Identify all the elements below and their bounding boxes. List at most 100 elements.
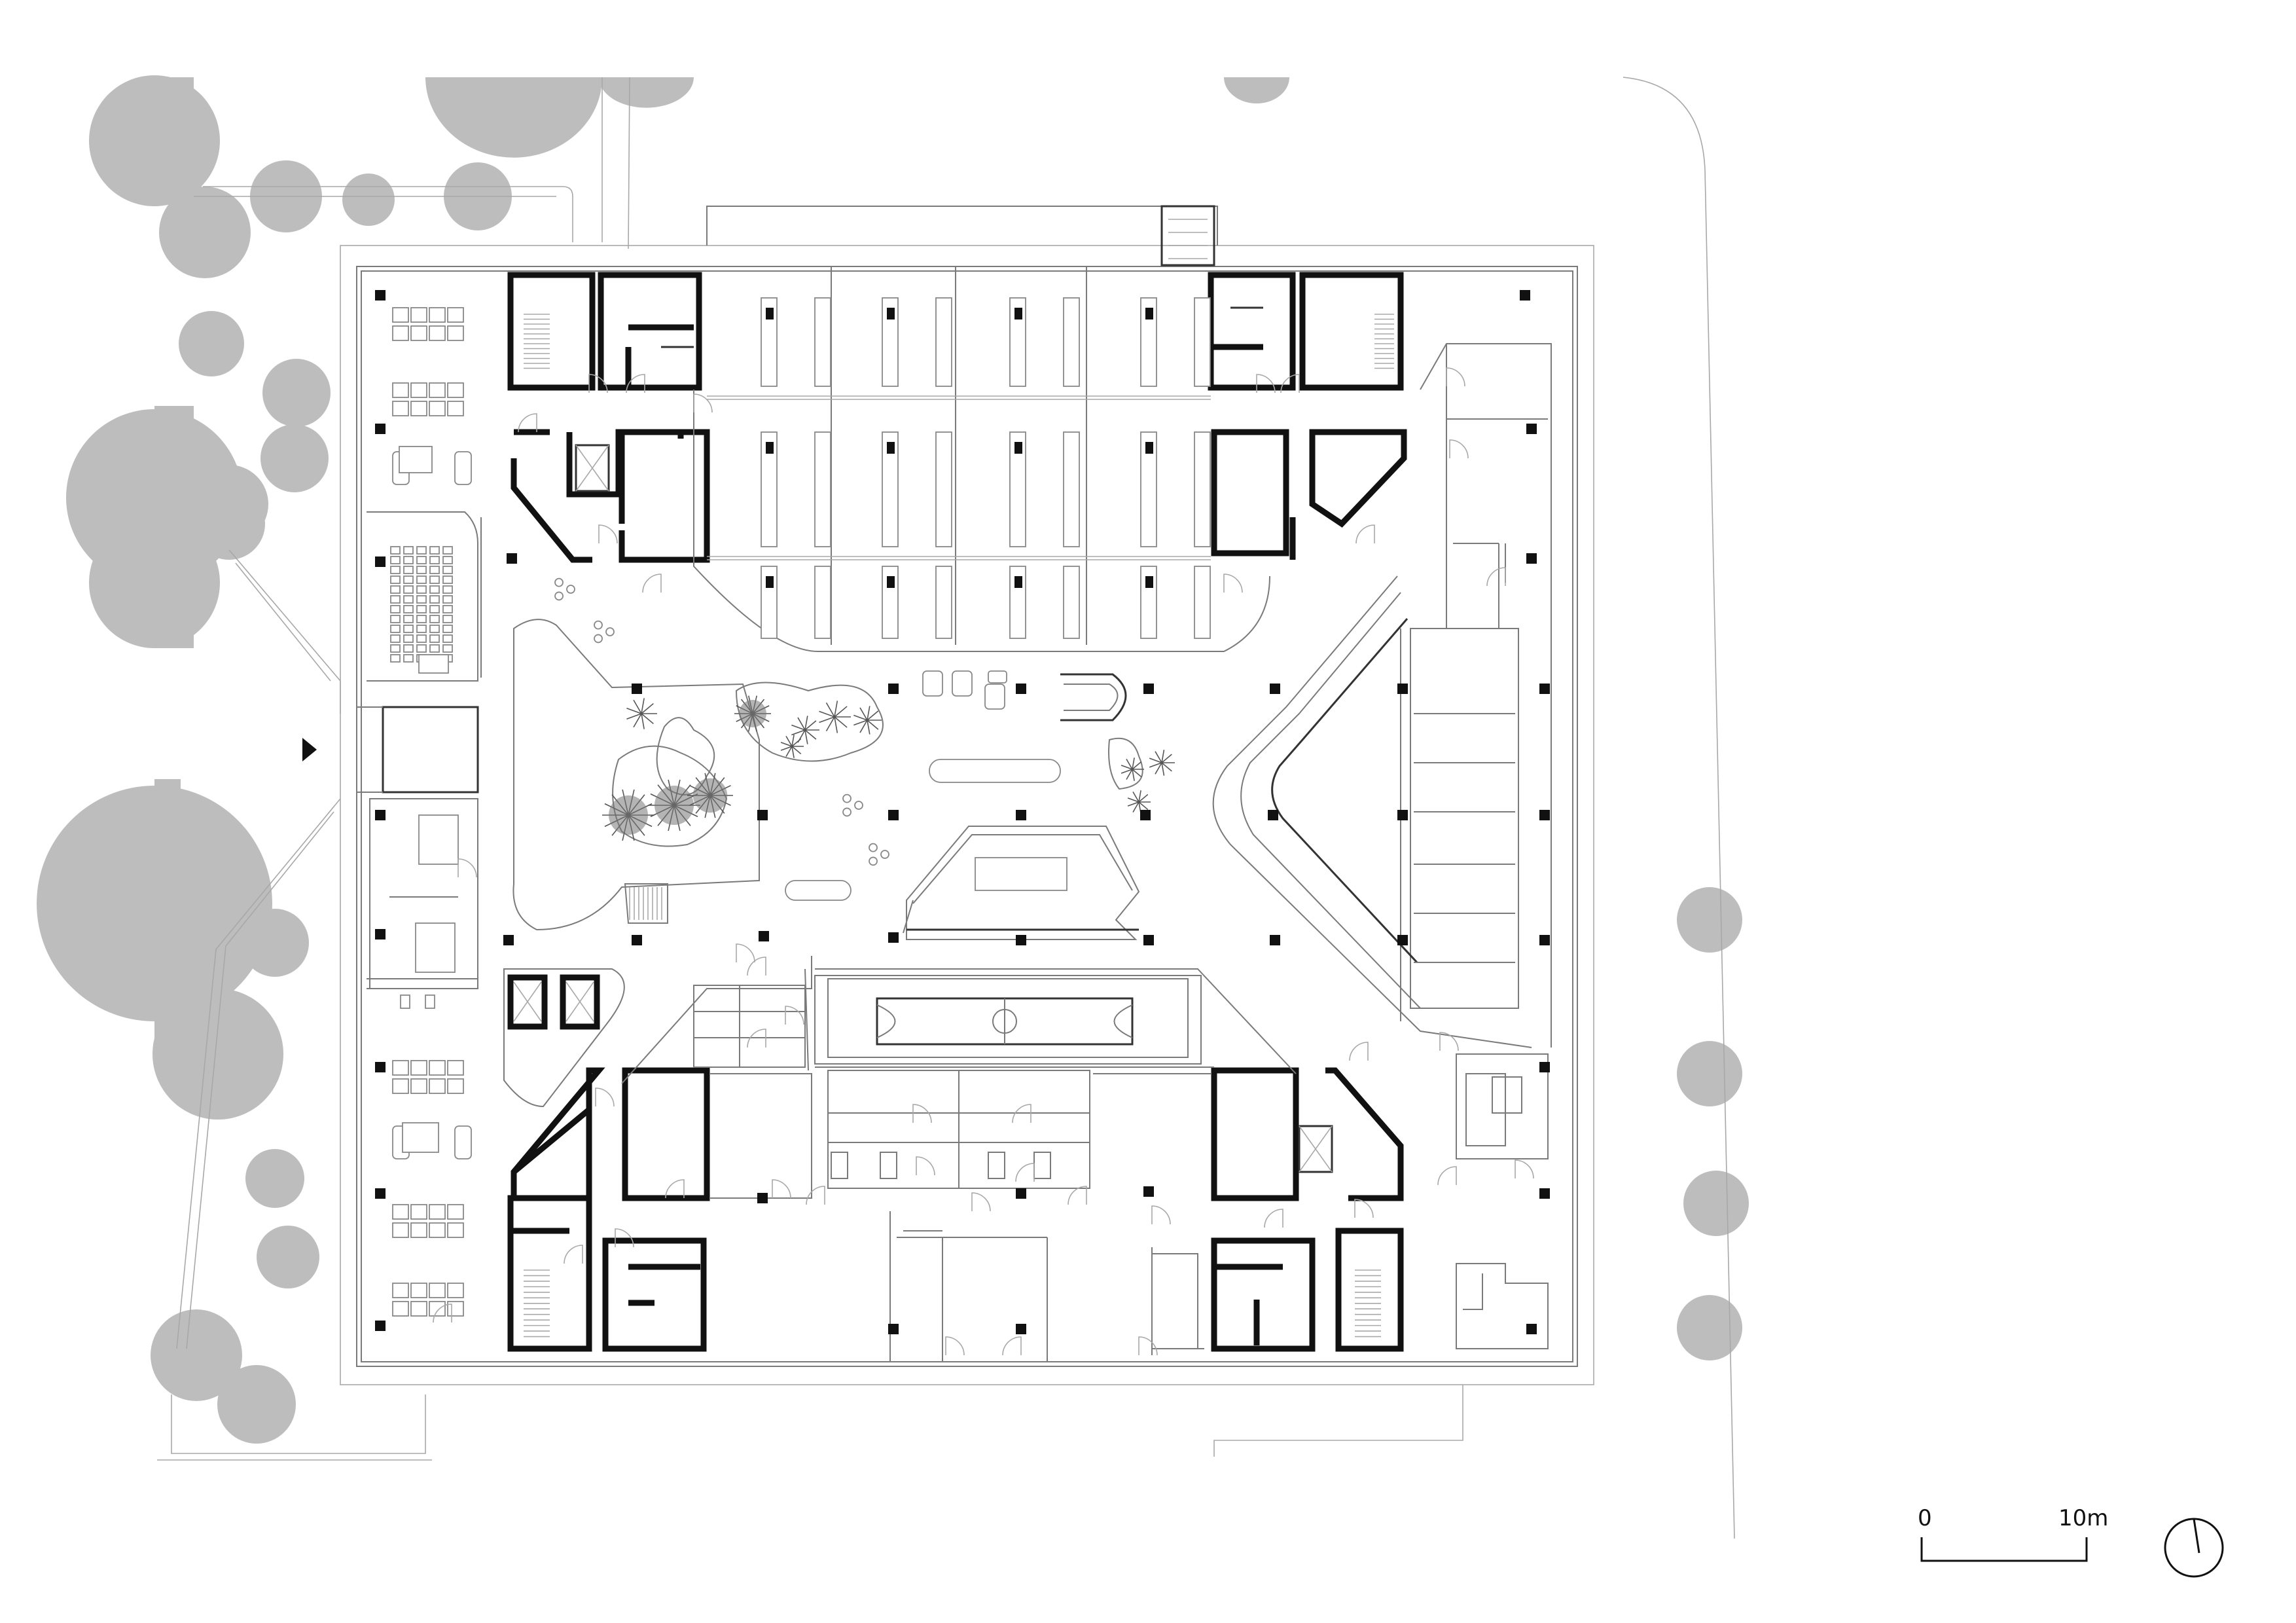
desk-row xyxy=(1194,297,1211,387)
door-swing xyxy=(457,858,477,878)
desk xyxy=(429,1283,446,1298)
desk xyxy=(410,382,427,398)
door-swing xyxy=(588,374,608,393)
desk xyxy=(392,325,409,341)
door-swing xyxy=(595,1087,615,1107)
site-landscape xyxy=(37,75,1749,1539)
desk xyxy=(447,1060,464,1076)
seat xyxy=(390,644,401,653)
desk xyxy=(429,1301,446,1317)
seat xyxy=(390,634,401,643)
column xyxy=(1539,1188,1550,1199)
seat xyxy=(390,585,401,594)
desk-marker xyxy=(887,442,895,454)
desk-cluster-west xyxy=(392,307,472,1317)
column xyxy=(1140,810,1151,820)
column xyxy=(1397,935,1408,945)
leaf xyxy=(1161,762,1165,776)
seat xyxy=(442,556,453,564)
door-swing xyxy=(1264,1209,1283,1228)
seat xyxy=(429,556,440,564)
door-swing xyxy=(1439,1032,1459,1051)
column xyxy=(757,810,768,820)
desk-row xyxy=(1194,566,1211,639)
seat xyxy=(416,566,427,574)
seat xyxy=(416,625,427,633)
leaf xyxy=(1126,759,1133,770)
desk xyxy=(392,1078,409,1094)
leaf xyxy=(1138,793,1149,803)
seat xyxy=(403,546,414,555)
stool xyxy=(854,801,863,810)
door-swing xyxy=(916,1156,935,1176)
desk xyxy=(392,1283,409,1298)
leaf xyxy=(641,713,654,725)
desk-row xyxy=(761,566,778,639)
leaf xyxy=(797,717,806,731)
column xyxy=(375,1188,386,1199)
leaf xyxy=(641,702,654,714)
leaf xyxy=(641,698,645,714)
stool xyxy=(880,850,889,859)
desk xyxy=(392,1060,409,1076)
desk xyxy=(410,1222,427,1238)
column xyxy=(888,932,899,943)
stool xyxy=(566,585,575,594)
leaf xyxy=(1121,769,1133,774)
column xyxy=(1539,684,1550,694)
desk-marker xyxy=(1145,308,1153,319)
seat xyxy=(442,566,453,574)
door-swing xyxy=(1446,367,1465,387)
leaf xyxy=(1126,769,1133,780)
column xyxy=(375,1062,386,1072)
seat xyxy=(403,595,414,604)
desk-row xyxy=(814,566,831,639)
column xyxy=(1016,935,1026,945)
leaf xyxy=(1132,792,1139,803)
column xyxy=(1016,810,1026,820)
leaf xyxy=(626,713,642,720)
door-swing xyxy=(1067,1186,1087,1205)
desk-marker xyxy=(766,442,774,454)
leaf xyxy=(791,746,802,755)
column xyxy=(375,810,386,820)
column xyxy=(1268,810,1278,820)
seat xyxy=(442,546,453,555)
seat xyxy=(403,615,414,623)
desk xyxy=(447,1078,464,1094)
column xyxy=(1397,810,1408,820)
foliage xyxy=(609,795,648,835)
leaf xyxy=(791,735,795,747)
desk-row xyxy=(1063,297,1080,387)
desk xyxy=(447,307,464,323)
door-swing xyxy=(598,524,618,544)
door-swing xyxy=(747,1029,766,1048)
leaf xyxy=(633,713,642,728)
seat xyxy=(390,605,401,613)
tree-group-east xyxy=(1677,887,1749,1360)
stair-se xyxy=(1355,1269,1381,1338)
desk-row xyxy=(1063,431,1080,547)
desk xyxy=(392,1222,409,1238)
seat xyxy=(429,644,440,653)
seat xyxy=(403,566,414,574)
desk xyxy=(392,401,409,416)
seat xyxy=(429,595,440,604)
desk xyxy=(410,1204,427,1220)
door-swing xyxy=(945,1336,965,1356)
column xyxy=(888,684,899,694)
door-swing xyxy=(772,1179,791,1199)
leaf xyxy=(834,706,848,718)
door-swing xyxy=(1449,439,1469,459)
seat xyxy=(403,575,414,584)
stool xyxy=(869,843,878,852)
desk-marker xyxy=(766,576,774,588)
desk xyxy=(429,1078,446,1094)
leaf xyxy=(641,713,645,729)
scale-bar-end-label: 10m xyxy=(2058,1505,2108,1531)
door-swing xyxy=(1015,1163,1035,1182)
desk-row xyxy=(1009,566,1026,639)
leaf xyxy=(1132,761,1142,770)
scale-bar: 0 10m xyxy=(1918,1505,2108,1562)
leaf xyxy=(819,716,835,723)
